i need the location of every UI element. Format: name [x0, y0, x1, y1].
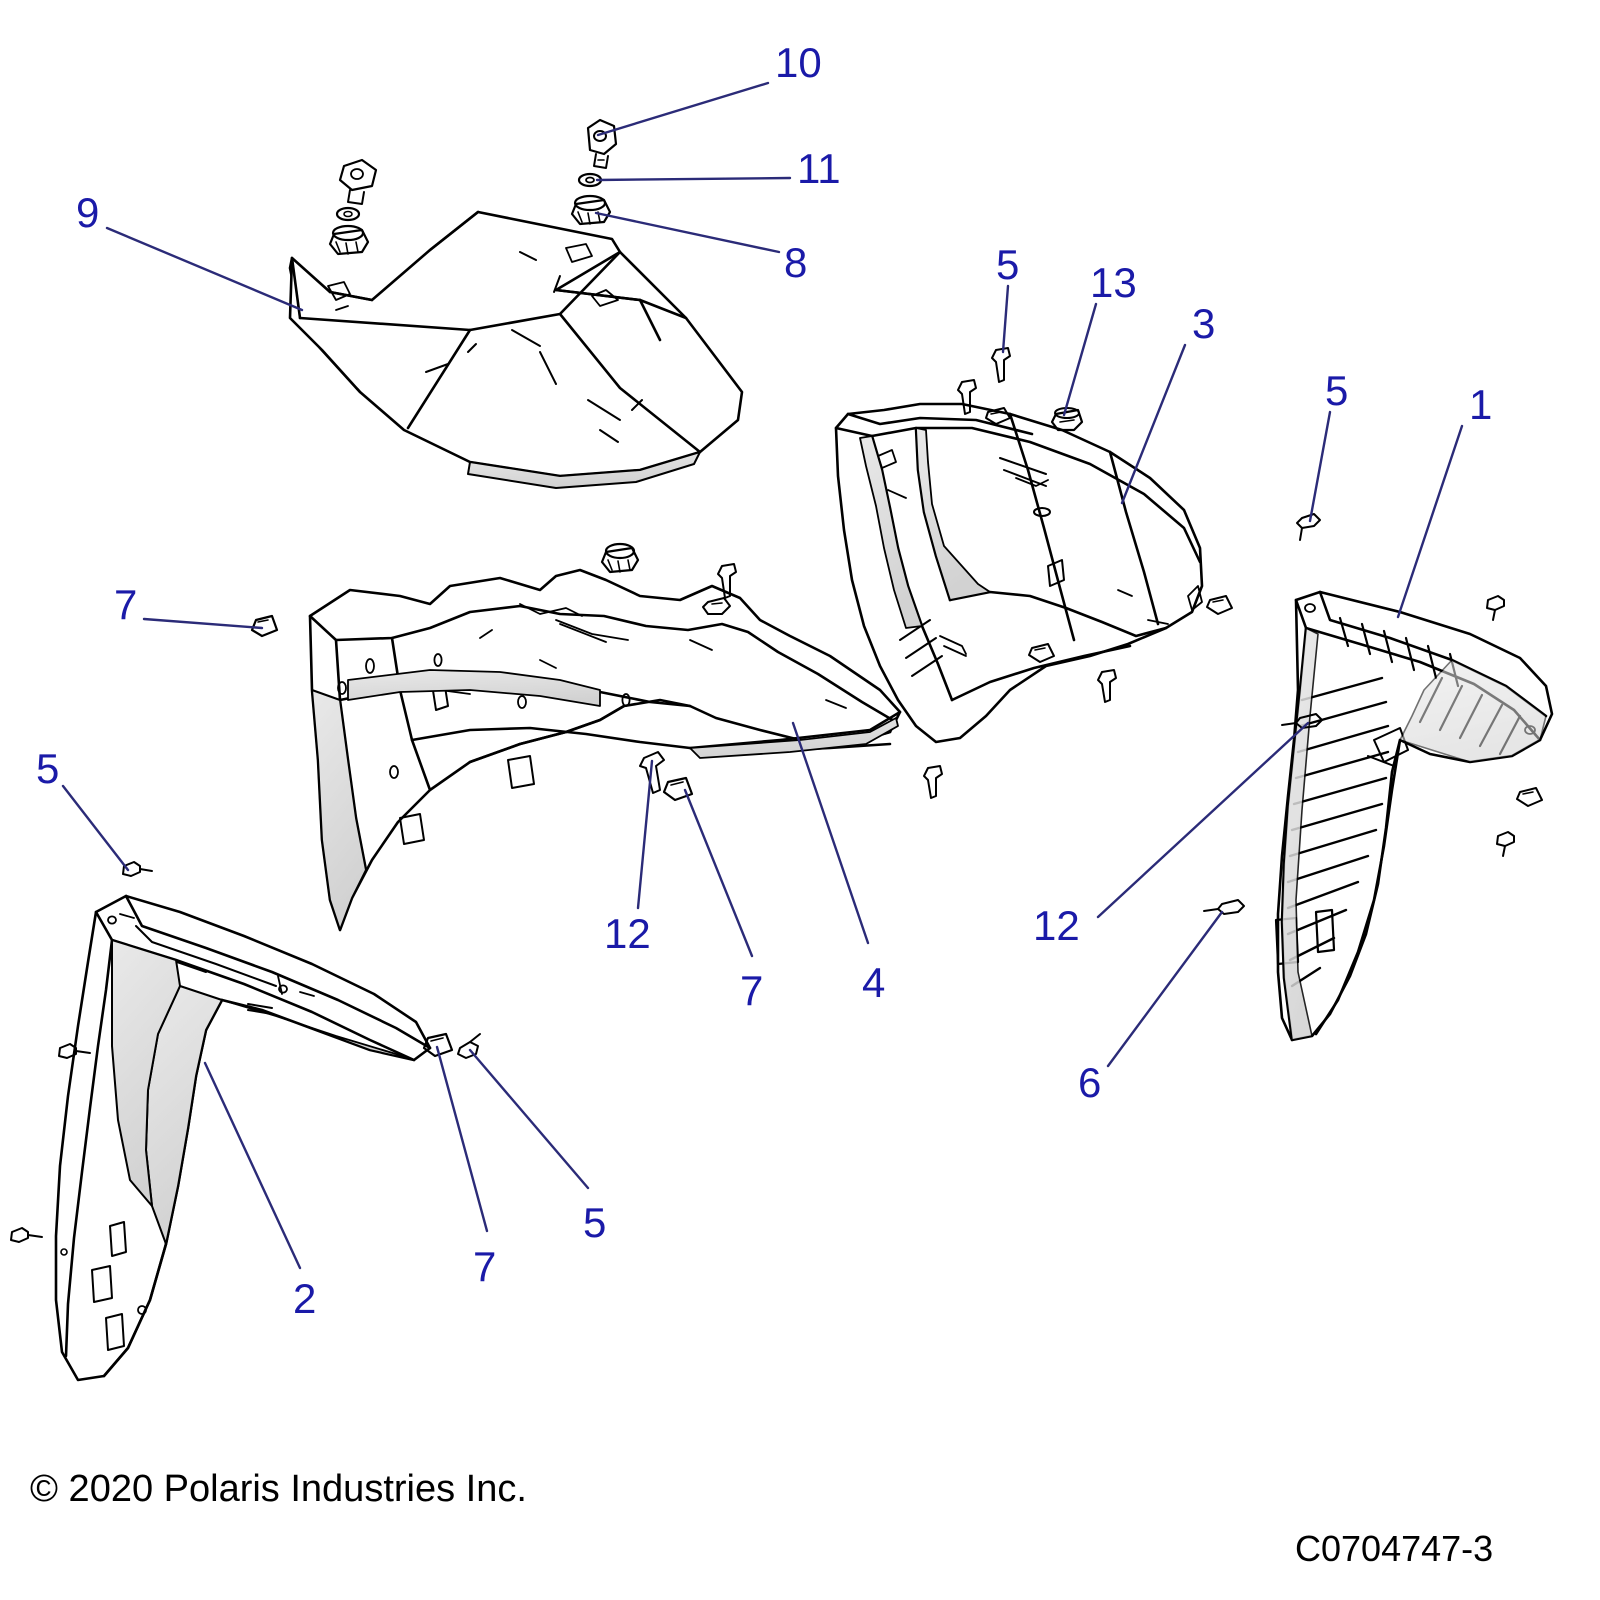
callout-12: 12 — [1033, 902, 1080, 949]
leader-line-5 — [1308, 410, 1332, 523]
leader-line-3 — [1120, 343, 1187, 505]
fastener-bolt-c — [1203, 899, 1245, 915]
callout-4: 4 — [862, 959, 886, 1006]
callout-1: 1 — [1469, 381, 1493, 428]
callout-6: 6 — [1078, 1059, 1102, 1106]
fastener-nut-stack — [328, 158, 378, 256]
callout-11: 11 — [797, 145, 841, 192]
leader-line-6 — [1106, 910, 1224, 1068]
fastener-screw-h — [1097, 669, 1117, 703]
fastener-bolt-a — [639, 751, 665, 794]
fastener-clip-b — [1028, 643, 1055, 663]
callout-13: 13 — [1090, 259, 1137, 306]
leader-line-11 — [595, 176, 792, 182]
callout-8: 8 — [784, 239, 808, 286]
callout-7: 7 — [473, 1243, 497, 1290]
fastener-screw-b — [122, 861, 153, 877]
leader-line-5 — [61, 784, 130, 872]
fastener-screw-j — [1296, 513, 1321, 541]
leader-line-12 — [636, 759, 654, 910]
leader-line-12 — [1096, 721, 1310, 919]
fastener-grommet-2 — [600, 542, 640, 574]
callout-10: 10 — [775, 39, 822, 86]
fastener-screw-l — [1496, 831, 1515, 857]
leader-line-4 — [791, 721, 870, 945]
callout-3: 3 — [1192, 300, 1216, 347]
part-1-vent — [1274, 590, 1554, 1042]
callout-5: 5 — [1325, 367, 1349, 414]
callout-12: 12 — [604, 910, 651, 957]
part-3-side-panel — [834, 402, 1204, 744]
fastener-screw-a — [717, 563, 737, 599]
fastener-clip-d — [1516, 787, 1543, 807]
callout-5: 5 — [583, 1199, 607, 1246]
part-2-fender — [54, 894, 432, 1382]
callout-9: 9 — [76, 189, 100, 236]
leader-line-13 — [1062, 302, 1098, 417]
fastener-screw-k — [1486, 595, 1505, 621]
leader-line-7 — [142, 617, 264, 630]
leader-line-5 — [1001, 284, 1010, 354]
leader-line-2 — [203, 1061, 302, 1270]
fastener-rivet-a — [702, 597, 731, 615]
callout-7: 7 — [114, 581, 138, 628]
callout-5: 5 — [36, 745, 60, 792]
fastener-screw-e — [457, 1033, 481, 1059]
fastener-clip-nut — [586, 118, 618, 169]
fastener-grommet — [570, 194, 612, 226]
copyright-notice: © 2020 Polaris Industries Inc. — [30, 1468, 527, 1510]
fastener-screw-c — [58, 1043, 91, 1059]
fastener-screw-g — [957, 379, 977, 415]
part-9-hood — [288, 210, 744, 489]
leader-line-7 — [435, 1045, 489, 1233]
leader-line-8 — [594, 211, 781, 254]
part-4-console — [308, 568, 902, 932]
fastener-wellnut-c — [422, 1032, 454, 1058]
leader-line-10 — [596, 81, 770, 137]
callout-2: 2 — [293, 1275, 317, 1322]
callout-5: 5 — [996, 241, 1020, 288]
fastener-wellnut-b — [662, 776, 694, 802]
fastener-screw-d — [10, 1227, 43, 1243]
leader-line-1 — [1396, 424, 1464, 619]
drawing-number: C0704747-3 — [1295, 1528, 1494, 1569]
leader-line-5 — [468, 1048, 590, 1190]
fastener-bolt-b — [1281, 713, 1323, 729]
fastener-clip-a — [985, 407, 1011, 425]
callout-7: 7 — [740, 967, 764, 1014]
fastener-screw-f — [991, 347, 1011, 383]
fastener-clip-c — [1206, 595, 1233, 615]
fastener-screw-i — [923, 765, 943, 799]
fastener-cluster — [10, 118, 1543, 1243]
leader-line-9 — [105, 226, 304, 312]
leader-line-7 — [683, 788, 754, 958]
